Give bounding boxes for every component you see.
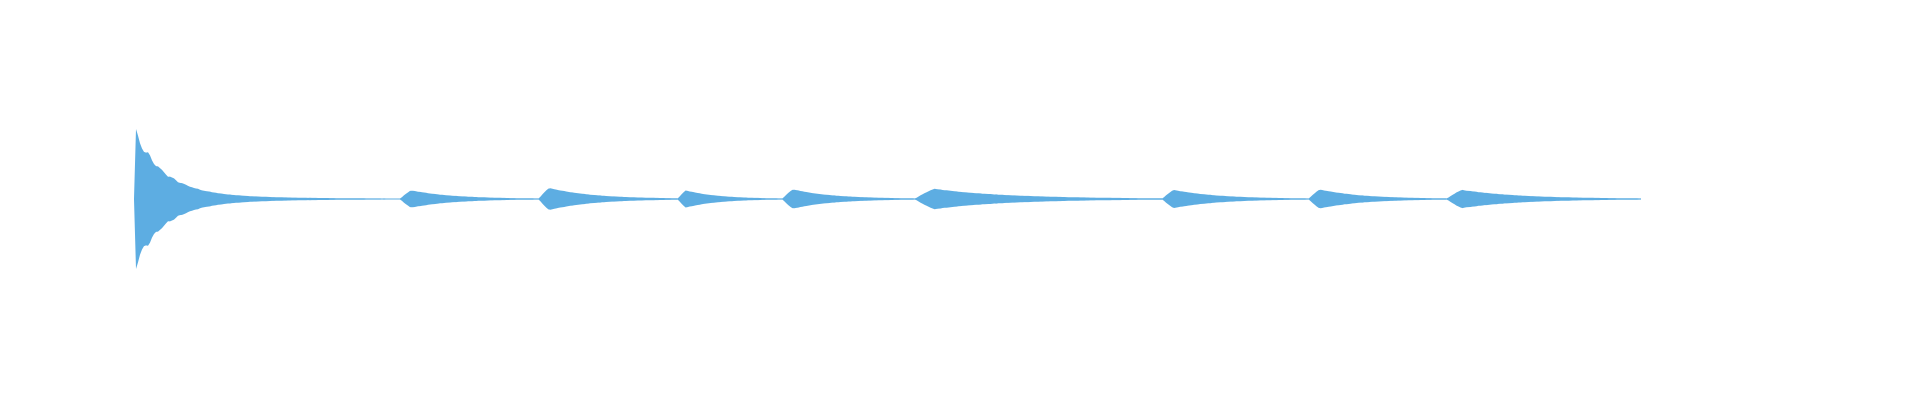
waveform-segment (782, 189, 915, 209)
waveform-segment (1162, 190, 1309, 208)
waveform-segment (1308, 189, 1447, 209)
waveform-segment (1446, 189, 1641, 209)
waveform-segment (677, 190, 783, 208)
waveform-segment (134, 129, 400, 269)
waveform-segments (134, 129, 1641, 269)
waveform-segment (914, 188, 1163, 210)
waveform-segment (400, 190, 539, 208)
waveform-segment (538, 188, 678, 210)
